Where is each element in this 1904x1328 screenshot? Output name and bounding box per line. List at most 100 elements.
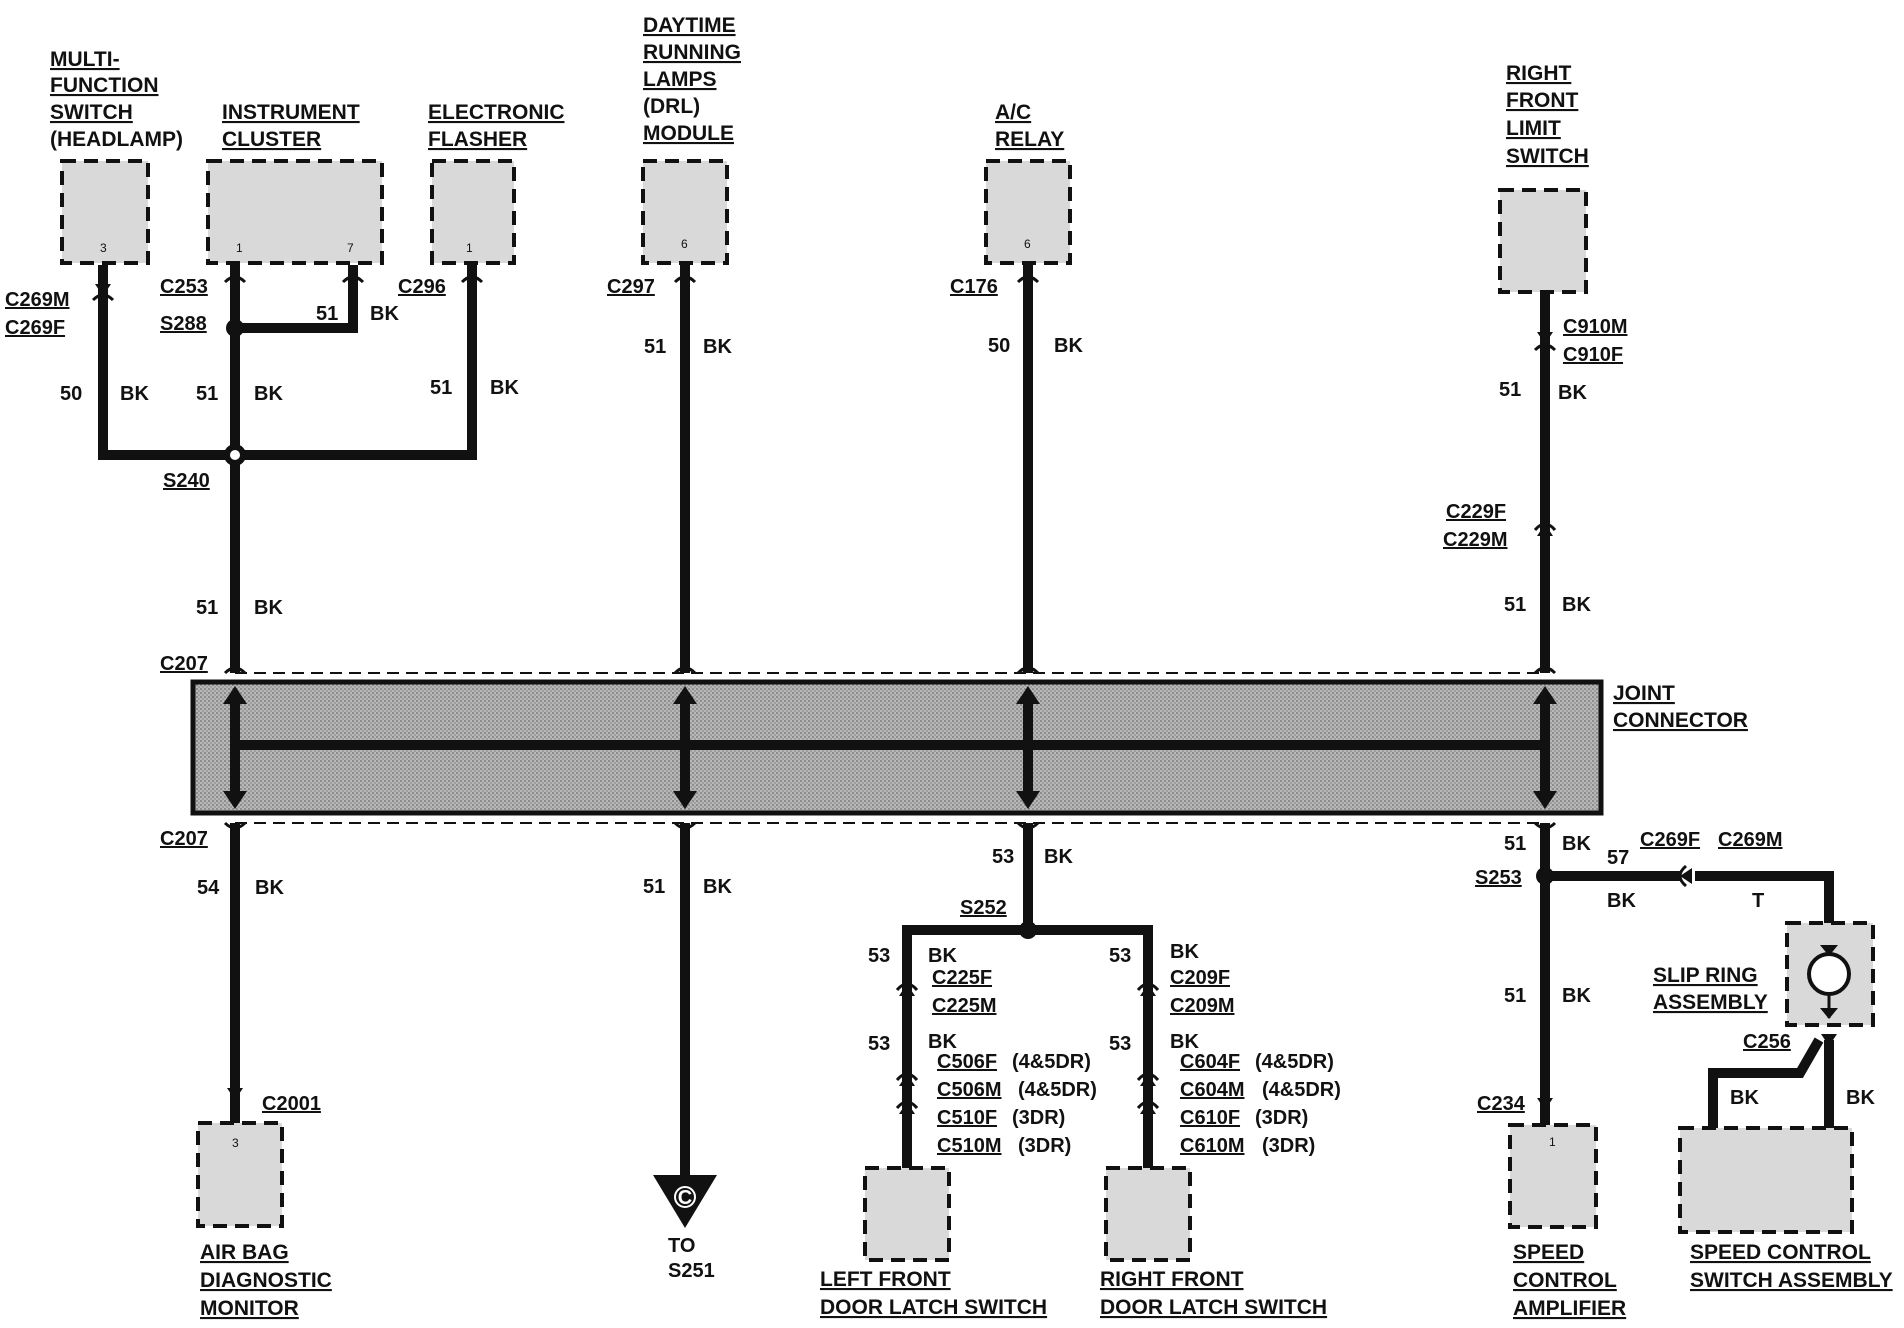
c253-label: C253 [160,276,208,298]
w50-mfs-num: 50 [60,383,82,405]
c506m-note: (4&5DR) [1018,1079,1097,1101]
abdm-pin: 3 [232,1136,239,1150]
w51-rfl2-color: BK [1562,594,1591,616]
wire-bk1-color: BK [1730,1087,1759,1109]
joint-term-2-up [673,686,697,704]
c506m-label: C506M [937,1079,1001,1101]
c296-label: C296 [398,276,446,298]
rfdl-title-1: RIGHT FRONT [1100,1268,1244,1291]
c207-top-mark-4 [1533,666,1557,675]
w53-l1-num: 53 [868,945,890,967]
c2001-arrow [227,1088,243,1100]
drl-module: DAYTIME RUNNING LAMPS (DRL) MODULE 6 [641,14,741,265]
slip-ring-icon [1807,952,1851,996]
c610-arrow [1140,1102,1156,1114]
c604f-label: C604F [1180,1051,1240,1073]
joint-title-1: JOINT [1613,682,1675,705]
offpage-letter: C [678,1187,692,1209]
joint-connector: JOINT CONNECTOR [190,679,1748,816]
w51-ef-num: 51 [430,377,452,399]
wire-50-mfs [98,265,235,460]
wire-t-color: T [1752,890,1764,912]
sca-title-2: CONTROL [1513,1269,1617,1292]
w51-c-num: 51 [643,876,665,898]
ac-relay: A/C RELAY 6 [984,101,1072,265]
ef-title-1: ELECTRONIC [428,101,565,124]
rfdl-title-2: DOOR LATCH SWITCH [1100,1296,1327,1319]
c297-mark [673,275,697,284]
ic-box [206,159,384,265]
rfl-title-4: SWITCH [1506,145,1589,168]
w51-rfl1-num: 51 [1499,379,1521,401]
joint-term-3-down [1016,791,1040,809]
drl-title-4: MODULE [643,122,734,145]
c209f-label: C209F [1170,967,1230,989]
w57-num: 57 [1607,847,1629,869]
ic-title-1: INSTRUMENT [222,101,360,124]
joint-term-1-up [223,686,247,704]
multi-function-switch: MULTI- FUNCTION SWITCH (HEADLAMP) 3 [50,48,183,265]
w51-s253-num: 51 [1504,833,1526,855]
w54-color: BK [255,877,284,899]
rfl-box [1498,188,1588,294]
c510m-label: C510M [937,1135,1001,1157]
ef-pin: 1 [466,241,473,255]
c207-top-label: C207 [160,653,208,675]
c510m-note: (3DR) [1018,1135,1071,1157]
c604f-note: (4&5DR) [1255,1051,1334,1073]
ic-pin-b: 7 [347,241,354,255]
c269f-label: C269F [5,317,65,339]
w53-r1-color: BK [1170,941,1199,963]
w51-rfl2-num: 51 [1504,594,1526,616]
wire-53-right [1028,925,1153,1168]
wire-bk-scs-left [1708,1037,1824,1128]
joint-terminals [223,686,1557,809]
ac-title-2: RELAY [995,128,1064,151]
c910f-label: C910F [1563,344,1623,366]
drl-title-2: RUNNING [643,41,741,64]
c256-label: C256 [1743,1031,1791,1053]
mfs-title-2: FUNCTION [50,74,159,97]
slip-ring-arrow-in [1820,945,1838,956]
ac-box [984,159,1072,265]
rfl-title-1: RIGHT [1506,62,1572,85]
w51-s240-color: BK [254,597,283,619]
c910m-label: C910M [1563,316,1627,338]
c176-label: C176 [950,276,998,298]
c253-mark-b [341,275,365,284]
c207-bot-label: C207 [160,828,208,850]
joint-title-2: CONNECTOR [1613,709,1748,732]
joint-term-4-down [1533,791,1557,809]
mfs-box [60,159,150,265]
right-front-door-latch-switch: RIGHT FRONT DOOR LATCH SWITCH [1100,1166,1327,1319]
mfs-title-1: MULTI- [50,48,120,71]
c229-arrow [1537,524,1553,536]
offpage-to: TO [668,1235,695,1257]
c610m-label: C610M [1180,1135,1244,1157]
w51-sca-num: 51 [1504,985,1526,1007]
sca-title-1: SPEED [1513,1241,1584,1264]
c269m-r-label: C269M [1718,829,1782,851]
w57-color: BK [1607,890,1636,912]
w51-s240-num: 51 [196,597,218,619]
joint-term-3-up [1016,686,1040,704]
w53-r2-color: BK [1170,1031,1199,1053]
offpage-connector [653,1175,717,1228]
c610f-note: (3DR) [1255,1107,1308,1129]
w51-rfl1-color: BK [1558,382,1587,404]
slip-ring-assembly: SLIP RING ASSEMBLY [1653,921,1875,1027]
left-front-door-latch-switch: LEFT FRONT DOOR LATCH SWITCH [820,1166,1047,1319]
w53-l2-color: BK [928,1031,957,1053]
c269-arrow [95,284,111,296]
w51-c-color: BK [703,876,732,898]
s288-label: S288 [160,313,207,335]
w51-ic-color: BK [254,383,283,405]
c225f-label: C225F [932,967,992,989]
c610f-label: C610F [1180,1107,1240,1129]
drl-pin: 6 [681,237,688,251]
abdm-title-1: AIR BAG [200,1241,289,1264]
offpage-c-ring [674,1186,696,1208]
drl-title-3: LAMPS [643,68,717,91]
c510-arrow [899,1102,915,1114]
